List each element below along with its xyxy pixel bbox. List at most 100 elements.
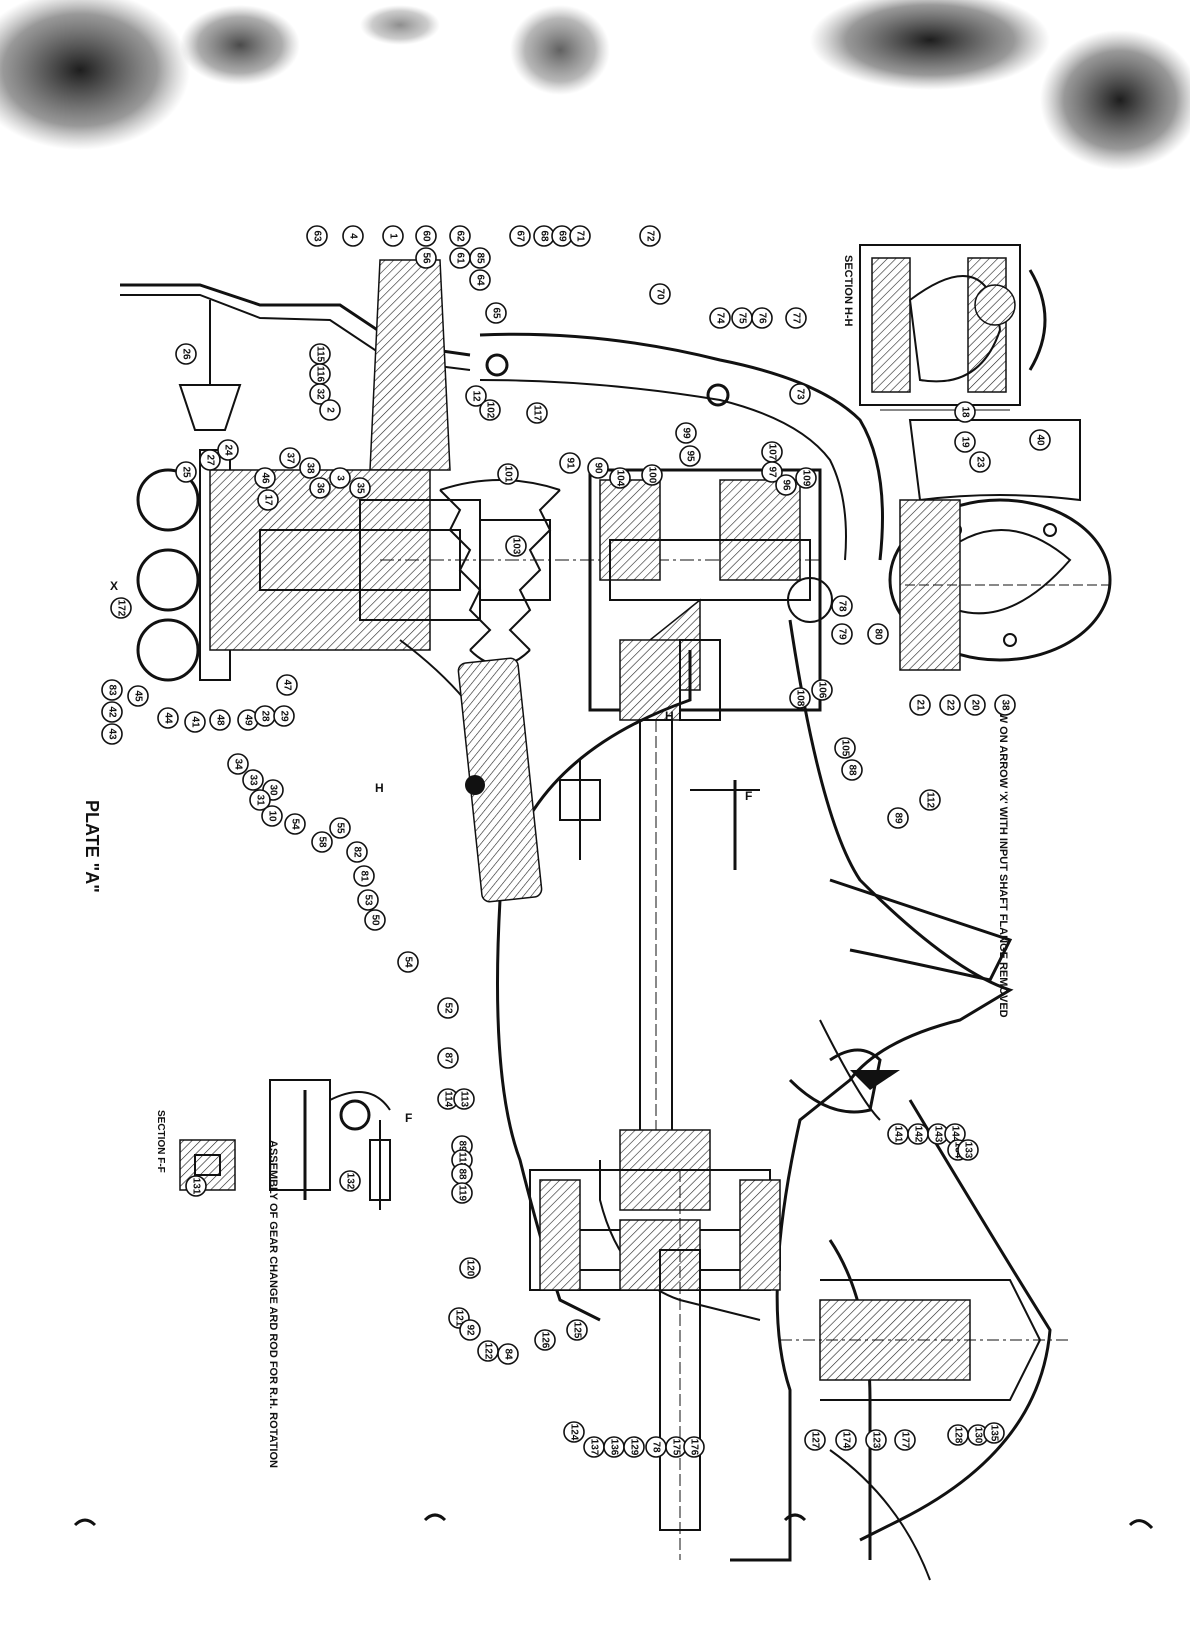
- callout-circle: [526, 402, 548, 424]
- callout-number: 123: [871, 1432, 882, 1449]
- part-callout-37: 37: [279, 447, 301, 469]
- callout-circle: [465, 385, 487, 407]
- part-callout-53: 53: [357, 889, 379, 911]
- callout-number: 74: [715, 312, 726, 324]
- callout-circle: [639, 225, 661, 247]
- callout-circle: [382, 225, 404, 247]
- callout-number: 125: [572, 1322, 583, 1339]
- swivel-bracket: [120, 259, 884, 561]
- part-callout-87: 87: [437, 1047, 459, 1069]
- callout-number: 87: [443, 1052, 454, 1064]
- callout-number: 83: [107, 684, 118, 696]
- part-callout-29: 29: [273, 705, 295, 727]
- part-callout-55: 55: [329, 817, 351, 839]
- callout-number: 80: [873, 628, 884, 640]
- callout-circle: [1029, 429, 1051, 451]
- callout-number: 44: [163, 712, 174, 724]
- callout-circle: [834, 737, 856, 759]
- callout-number: 78: [651, 1441, 662, 1453]
- callout-number: 114: [443, 1091, 454, 1108]
- part-callout-65: 65: [485, 302, 507, 324]
- section-marker-x: X: [110, 579, 118, 593]
- part-callout-102: 102: [479, 399, 501, 421]
- callout-number: 144: [950, 1126, 961, 1143]
- callout-number: 85: [475, 252, 486, 264]
- callout-number: 50: [370, 914, 381, 926]
- callout-number: 124: [569, 1424, 580, 1441]
- callout-number: 135: [989, 1425, 1000, 1442]
- callout-number: 90: [593, 462, 604, 474]
- callout-circle: [775, 474, 797, 496]
- callout-number: 103: [511, 538, 522, 555]
- part-callout-125: 125: [566, 1319, 588, 1341]
- callout-circle: [804, 1429, 826, 1451]
- part-callout-81: 81: [353, 865, 375, 887]
- part-callout-83: 83: [101, 679, 123, 701]
- callout-circle: [485, 302, 507, 324]
- callout-number: 130: [973, 1427, 984, 1444]
- callout-number: 63: [312, 230, 323, 242]
- callout-circle: [217, 439, 239, 461]
- part-callout-115: 115: [309, 343, 331, 365]
- callout-circle: [964, 694, 986, 716]
- part-callout-97: 97: [761, 461, 783, 483]
- callout-circle: [909, 694, 931, 716]
- part-callout-122: 122: [477, 1340, 499, 1362]
- part-callout-36: 36: [309, 477, 331, 499]
- callout-number: 143: [933, 1126, 944, 1143]
- part-callout-92: 92: [459, 1319, 481, 1341]
- section-hh-inset: [859, 244, 1047, 411]
- callout-circle: [887, 807, 909, 829]
- part-callout-56: 56: [415, 247, 437, 269]
- part-callout-58: 58: [311, 831, 333, 853]
- callout-number: 4: [348, 233, 359, 239]
- callout-circle: [459, 1319, 481, 1341]
- part-callout-132: 132: [339, 1170, 361, 1192]
- driveshaft: [639, 719, 673, 1161]
- part-callout-99: 99: [675, 422, 697, 444]
- callout-circle: [175, 461, 197, 483]
- callout-circle: [709, 307, 731, 329]
- callout-circle: [242, 769, 264, 791]
- callout-circle: [185, 1175, 207, 1197]
- callout-circle: [623, 1436, 645, 1458]
- callout-circle: [469, 247, 491, 269]
- section-marker-h-2: H: [375, 781, 384, 795]
- part-callout-10: 10: [261, 805, 283, 827]
- callout-number: 55: [335, 822, 346, 834]
- callout-circle: [329, 467, 351, 489]
- part-callout-124: 124: [563, 1421, 585, 1443]
- callout-number: 175: [671, 1439, 682, 1456]
- callout-number: 78: [837, 600, 848, 612]
- part-callout-3: 3: [329, 467, 351, 489]
- callout-circle: [257, 489, 279, 511]
- callout-number: 88: [847, 764, 858, 776]
- callout-number: 54: [403, 956, 414, 968]
- callout-number: 121: [454, 1310, 465, 1327]
- callout-circle: [751, 307, 773, 329]
- callout-circle: [101, 679, 123, 701]
- callout-number: 109: [801, 470, 812, 487]
- part-callout-46: 46: [254, 467, 276, 489]
- callout-number: 72: [645, 230, 656, 242]
- callout-number: 113: [459, 1091, 470, 1108]
- callout-number: 27: [205, 454, 216, 466]
- callout-number: 79: [837, 628, 848, 640]
- upper-gearbox: [588, 468, 833, 721]
- callout-circle: [469, 269, 491, 291]
- callout-number: 61: [455, 252, 466, 264]
- callout-circle: [785, 307, 807, 329]
- callout-circle: [209, 709, 231, 731]
- part-callout-43: 43: [101, 723, 123, 745]
- section-ff-label: SECTION F-F: [155, 1110, 166, 1173]
- callout-circle: [789, 687, 811, 709]
- part-callout-116: 116: [309, 363, 331, 385]
- part-callout-91: 91: [559, 452, 581, 474]
- part-callout-177: 177: [894, 1429, 916, 1451]
- part-callout-88: 88: [451, 1163, 473, 1185]
- part-callout-33: 33: [242, 769, 264, 791]
- callout-number: 2: [325, 407, 336, 413]
- callout-number: 3: [335, 475, 346, 481]
- callout-circle: [299, 457, 321, 479]
